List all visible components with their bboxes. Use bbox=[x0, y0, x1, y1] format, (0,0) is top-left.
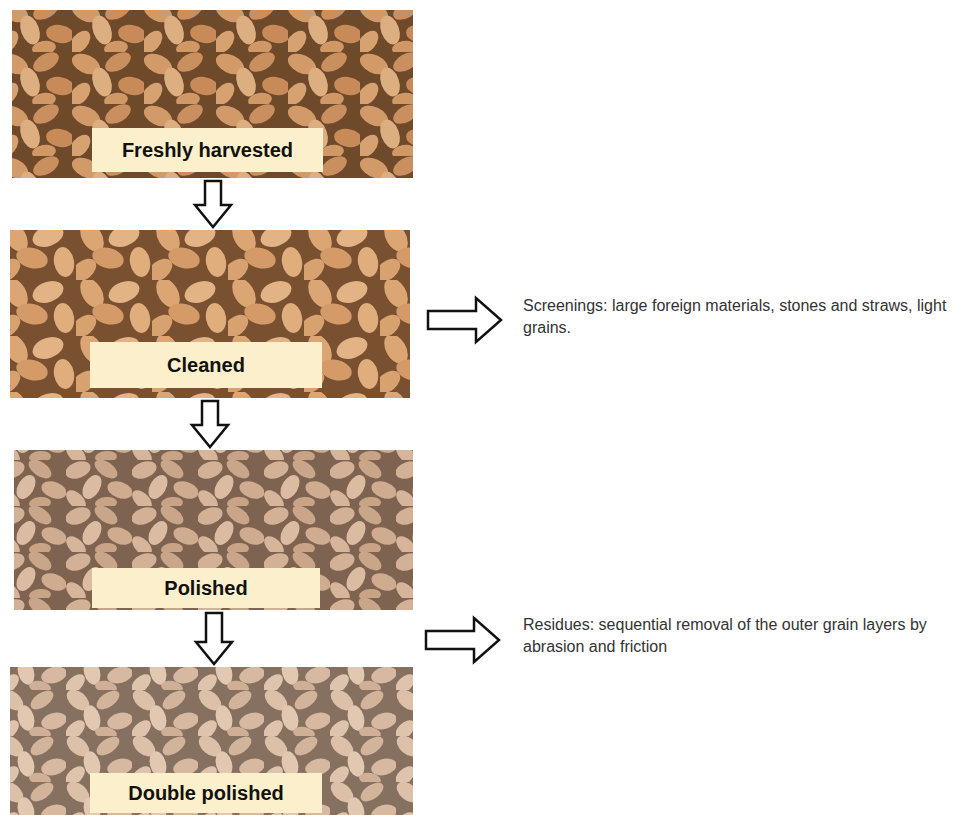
photo-panel: Polished bbox=[14, 450, 413, 610]
process-note: Residues: sequential removal of the oute… bbox=[523, 614, 971, 657]
photo-panel: Freshly harvested bbox=[12, 10, 413, 178]
stage-label: Freshly harvested bbox=[92, 128, 323, 172]
photo-panel: Double polished bbox=[10, 667, 413, 815]
flow-arrow bbox=[195, 181, 231, 227]
side-arrow bbox=[426, 618, 499, 662]
stage-label: Cleaned bbox=[90, 342, 322, 388]
stage-label: Double polished bbox=[90, 773, 322, 813]
side-arrow bbox=[428, 298, 501, 342]
photo-panel: Cleaned bbox=[10, 230, 410, 398]
stage-label: Polished bbox=[92, 568, 320, 608]
flow-arrow bbox=[192, 401, 228, 447]
process-note: Screenings: large foreign materials, sto… bbox=[523, 295, 971, 338]
flow-arrow bbox=[196, 613, 232, 664]
